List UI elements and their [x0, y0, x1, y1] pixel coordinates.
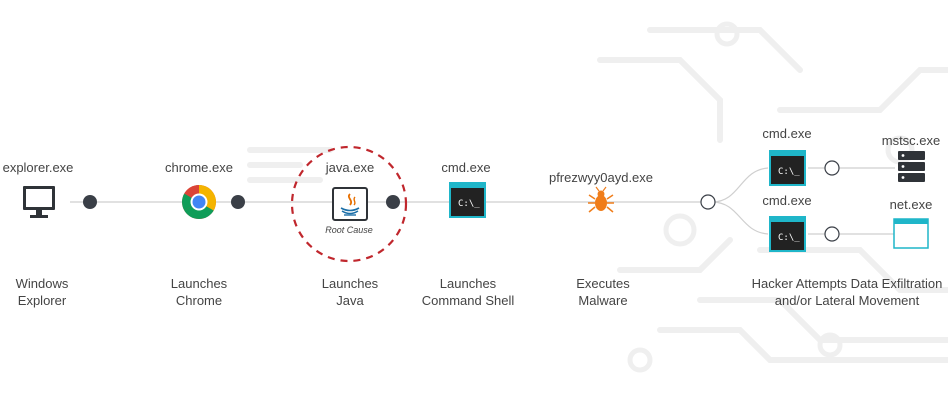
branch-node: [700, 194, 716, 210]
node-ring-top: [824, 160, 840, 176]
chrome-icon: [182, 185, 216, 219]
process-label-explorer: explorer.exe: [2, 160, 74, 175]
circuit-background: [247, 21, 948, 373]
root-cause-tag: Root Cause: [325, 225, 373, 235]
process-label-cmd-bottom: cmd.exe: [762, 193, 812, 208]
caption-chrome-line1: Launches: [170, 276, 228, 291]
java-icon: [332, 187, 368, 221]
caption-malware-line1: Executes: [576, 276, 630, 291]
caption-chrome-line2: Chrome: [175, 293, 223, 308]
node-dot-chrome: [231, 195, 245, 209]
caption-explorer-line2: Explorer: [17, 293, 67, 308]
caption-final-line1: Hacker Attempts Data Exfiltration: [751, 276, 943, 291]
caption-cmd: Launches Command Shell: [422, 275, 515, 309]
caption-explorer-line1: Windows: [15, 276, 69, 291]
process-label-java: java.exe: [325, 160, 375, 175]
terminal-icon-bottom: C:\_: [769, 216, 806, 252]
caption-chrome: Launches Chrome: [171, 275, 227, 309]
node-ring-bottom: [824, 226, 840, 242]
window-icon: [893, 218, 929, 249]
terminal-prompt-bottom: C:\_: [778, 233, 800, 243]
node-dot-explorer: [83, 195, 97, 209]
caption-java-line1: Launches: [321, 276, 379, 291]
caption-explorer: Windows Explorer: [16, 275, 69, 309]
caption-java-line2: Java: [336, 293, 364, 308]
caption-final-line2: and/or Lateral Movement: [774, 293, 920, 308]
terminal-icon: C:\_: [449, 182, 486, 218]
process-label-chrome: chrome.exe: [165, 160, 233, 175]
terminal-prompt: C:\_: [458, 199, 480, 209]
terminal-icon-top: C:\_: [769, 150, 806, 186]
process-label-mstsc: mstsc.exe: [881, 133, 941, 148]
monitor-icon: [23, 186, 55, 218]
root-cause-ring: [290, 145, 408, 263]
branch-line-bottom: [711, 201, 769, 235]
branch-line-top: [711, 167, 769, 203]
process-label-malware: pfrezwyy0ayd.exe: [548, 170, 654, 185]
process-label-cmd: cmd.exe: [441, 160, 491, 175]
server-icon: [898, 151, 925, 182]
process-label-cmd-top: cmd.exe: [762, 126, 812, 141]
caption-cmd-line2: Command Shell: [421, 293, 515, 308]
caption-java: Launches Java: [322, 275, 378, 309]
caption-final: Hacker Attempts Data Exfiltration and/or…: [752, 275, 943, 309]
malware-bug-icon: [588, 186, 614, 213]
caption-cmd-line1: Launches: [439, 276, 497, 291]
terminal-prompt-top: C:\_: [778, 167, 800, 177]
node-dot-java: [386, 195, 400, 209]
process-label-net: net.exe: [889, 197, 933, 212]
caption-malware: Executes Malware: [576, 275, 629, 309]
caption-malware-line2: Malware: [578, 293, 628, 308]
